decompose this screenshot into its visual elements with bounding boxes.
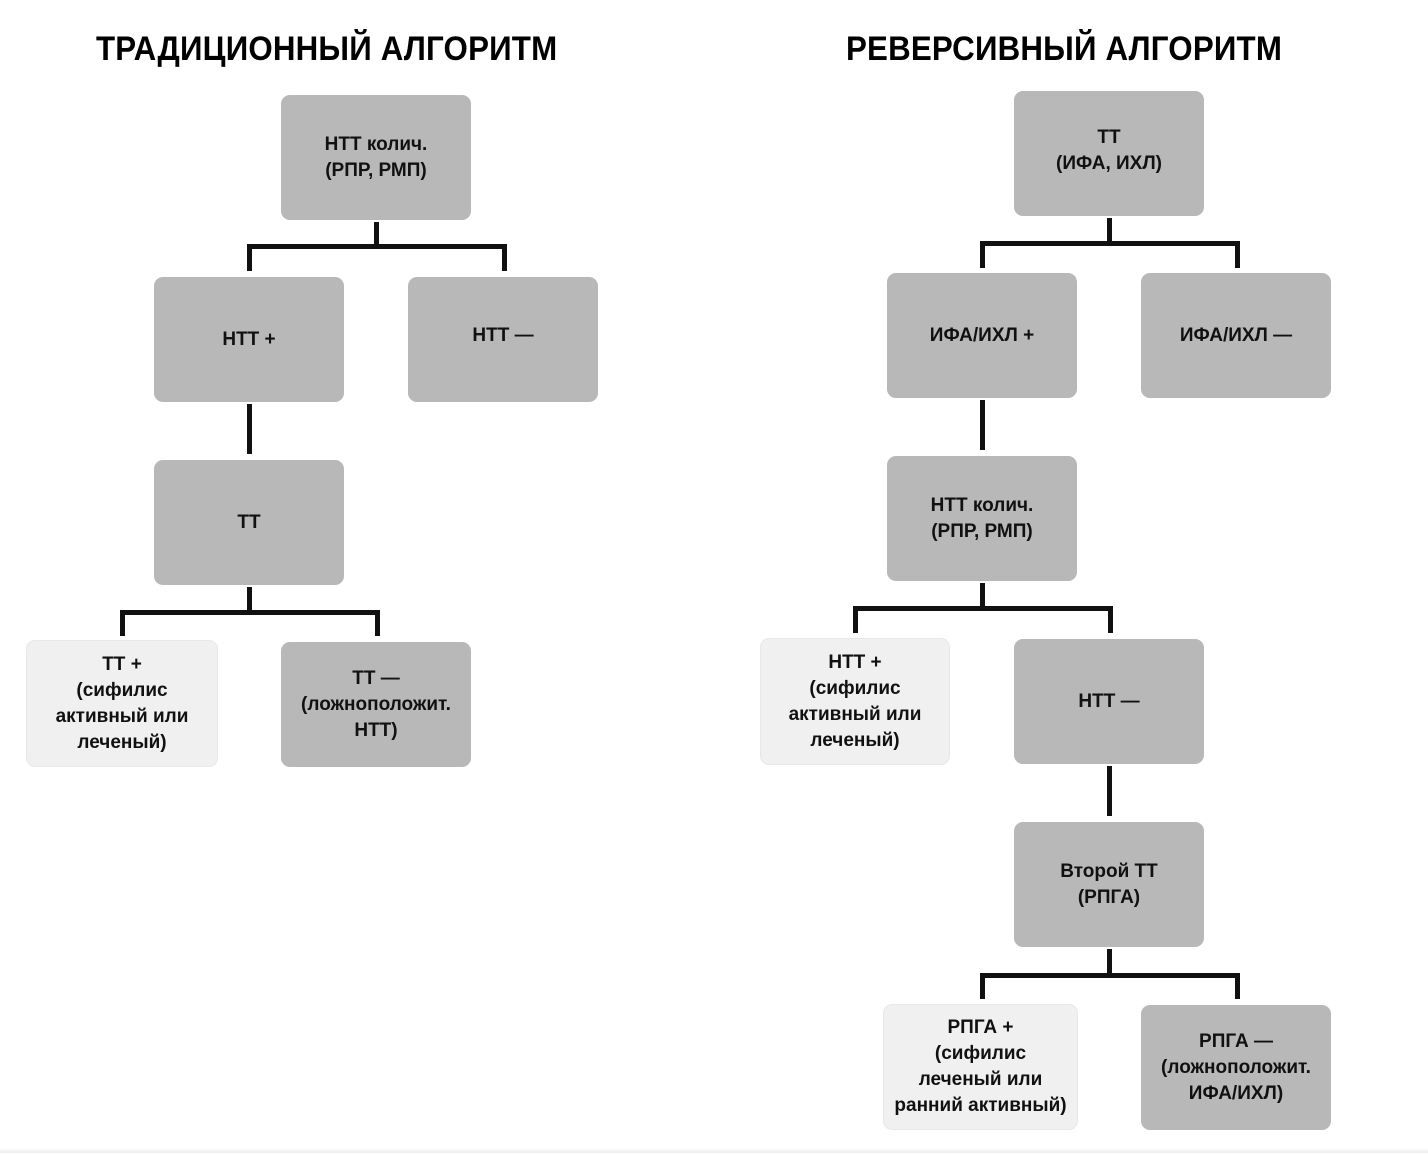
connector [1107, 766, 1112, 816]
node-label: НТТ + (сифилис активный или леченый) [788, 651, 922, 751]
node-ntt-negative: НТТ — [408, 277, 598, 402]
connector [502, 244, 507, 271]
node-tt: ТТ [154, 460, 344, 585]
bottom-edge-shadow [0, 1148, 1428, 1153]
connector [980, 241, 985, 268]
connector [980, 973, 1240, 978]
node-label: РПГА — (ложноположит. ИФА/ИХЛ) [1161, 1030, 1311, 1104]
connector [247, 587, 252, 611]
connector [1108, 606, 1113, 633]
connector [980, 241, 1240, 246]
node-ifa-negative: ИФА/ИХЛ — [1141, 273, 1331, 398]
node-label: ТТ — (ложноположит. НТТ) [301, 667, 451, 741]
node-label: НТТ — [472, 324, 534, 346]
connector [374, 222, 379, 246]
node-label: ТТ + (сифилис активный или леченый) [55, 653, 189, 753]
connector [120, 610, 125, 636]
connector [853, 606, 858, 633]
connector [1235, 241, 1240, 268]
connector [247, 244, 252, 271]
connector [1235, 973, 1240, 999]
connector [247, 244, 507, 249]
node-label: НТТ колич. (РПР, РМП) [930, 494, 1034, 542]
node-rpga-positive: РПГА + (сифилис леченый или ранний актив… [883, 1004, 1078, 1130]
node-ntt-positive-reverse: НТТ + (сифилис активный или леченый) [760, 638, 950, 765]
connector [980, 400, 985, 450]
node-label: Второй ТТ (РПГА) [1060, 860, 1158, 908]
node-ntt-quant: НТТ колич. (РПР, РМП) [281, 95, 471, 220]
connector [375, 610, 380, 636]
node-label: ТТ (ИФА, ИХЛ) [1056, 126, 1162, 174]
node-label: НТТ — [1078, 690, 1140, 712]
node-tt-ifa: ТТ (ИФА, ИХЛ) [1014, 91, 1204, 216]
node-tt-positive: ТТ + (сифилис активный или леченый) [26, 640, 218, 767]
node-label: НТТ + [222, 328, 276, 350]
node-ntt-negative-reverse: НТТ — [1014, 639, 1204, 764]
node-second-tt: Второй ТТ (РПГА) [1014, 822, 1204, 947]
connector [120, 610, 380, 615]
node-ntt-positive: НТТ + [154, 277, 344, 402]
reverse-algorithm-title: РЕВЕРСИВНЫЙ АЛГОРИТМ [846, 30, 1283, 68]
traditional-algorithm-title: ТРАДИЦИОННЫЙ АЛГОРИТМ [96, 30, 558, 68]
node-tt-negative: ТТ — (ложноположит. НТТ) [281, 642, 471, 767]
connector [980, 583, 985, 607]
connector [1107, 949, 1112, 974]
node-ifa-positive: ИФА/ИХЛ + [887, 273, 1077, 398]
node-label: ИФА/ИХЛ — [1179, 324, 1293, 346]
node-label: ТТ [237, 511, 261, 533]
node-label: РПГА + (сифилис леченый или ранний актив… [894, 1017, 1067, 1116]
connector [247, 404, 252, 454]
node-rpga-negative: РПГА — (ложноположит. ИФА/ИХЛ) [1141, 1005, 1331, 1130]
node-label: НТТ колич. (РПР, РМП) [324, 133, 428, 181]
connector [853, 606, 1113, 611]
node-label: ИФА/ИХЛ + [929, 324, 1035, 346]
node-ntt-quant-reverse: НТТ колич. (РПР, РМП) [887, 456, 1077, 581]
connector [1107, 218, 1112, 242]
connector [980, 973, 985, 999]
